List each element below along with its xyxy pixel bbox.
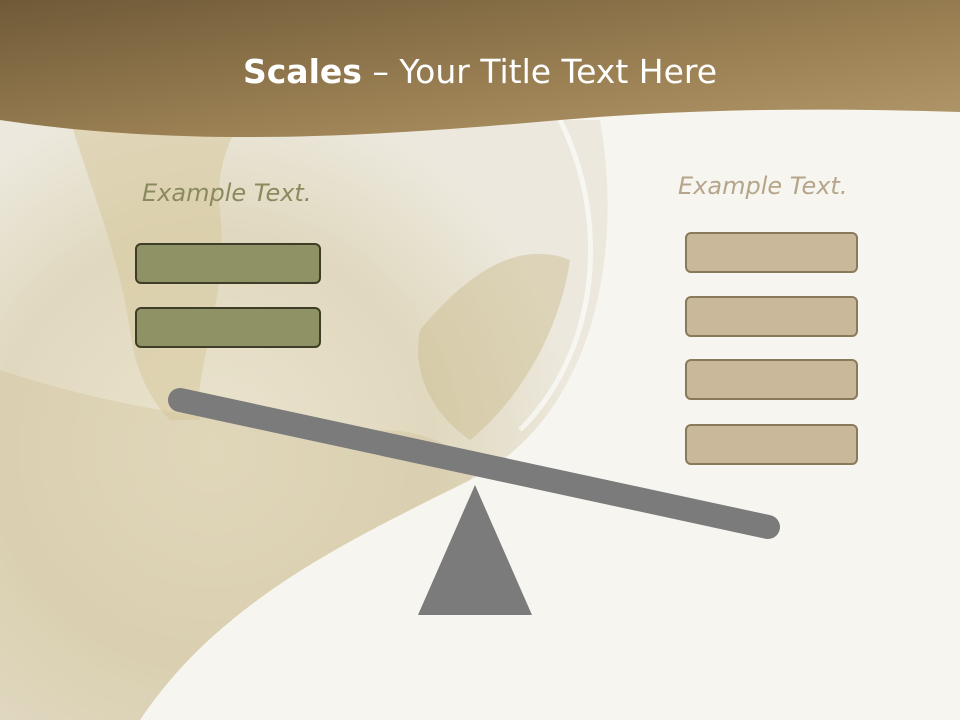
- glass-rim-highlight: [518, 118, 593, 432]
- right-text-box-4[interactable]: [685, 424, 858, 465]
- right-text-box-3[interactable]: [685, 359, 858, 400]
- left-example-text: Example Text.: [142, 179, 312, 207]
- right-text-box-2[interactable]: [685, 296, 858, 337]
- scale-fulcrum: [418, 485, 532, 615]
- right-example-text: Example Text.: [678, 172, 848, 200]
- left-text-box-2[interactable]: [135, 307, 321, 348]
- liquid-splash: [418, 253, 570, 440]
- title-rest: – Your Title Text Here: [361, 52, 718, 91]
- title-bold: Scales: [242, 52, 362, 91]
- liquid-pool: [0, 370, 472, 720]
- scale-beam: [168, 388, 780, 539]
- left-text-box-1[interactable]: [135, 243, 321, 284]
- right-text-box-1[interactable]: [685, 232, 858, 273]
- header-band: [0, 0, 960, 138]
- slide-title: Scales – Your Title Text Here: [0, 52, 960, 91]
